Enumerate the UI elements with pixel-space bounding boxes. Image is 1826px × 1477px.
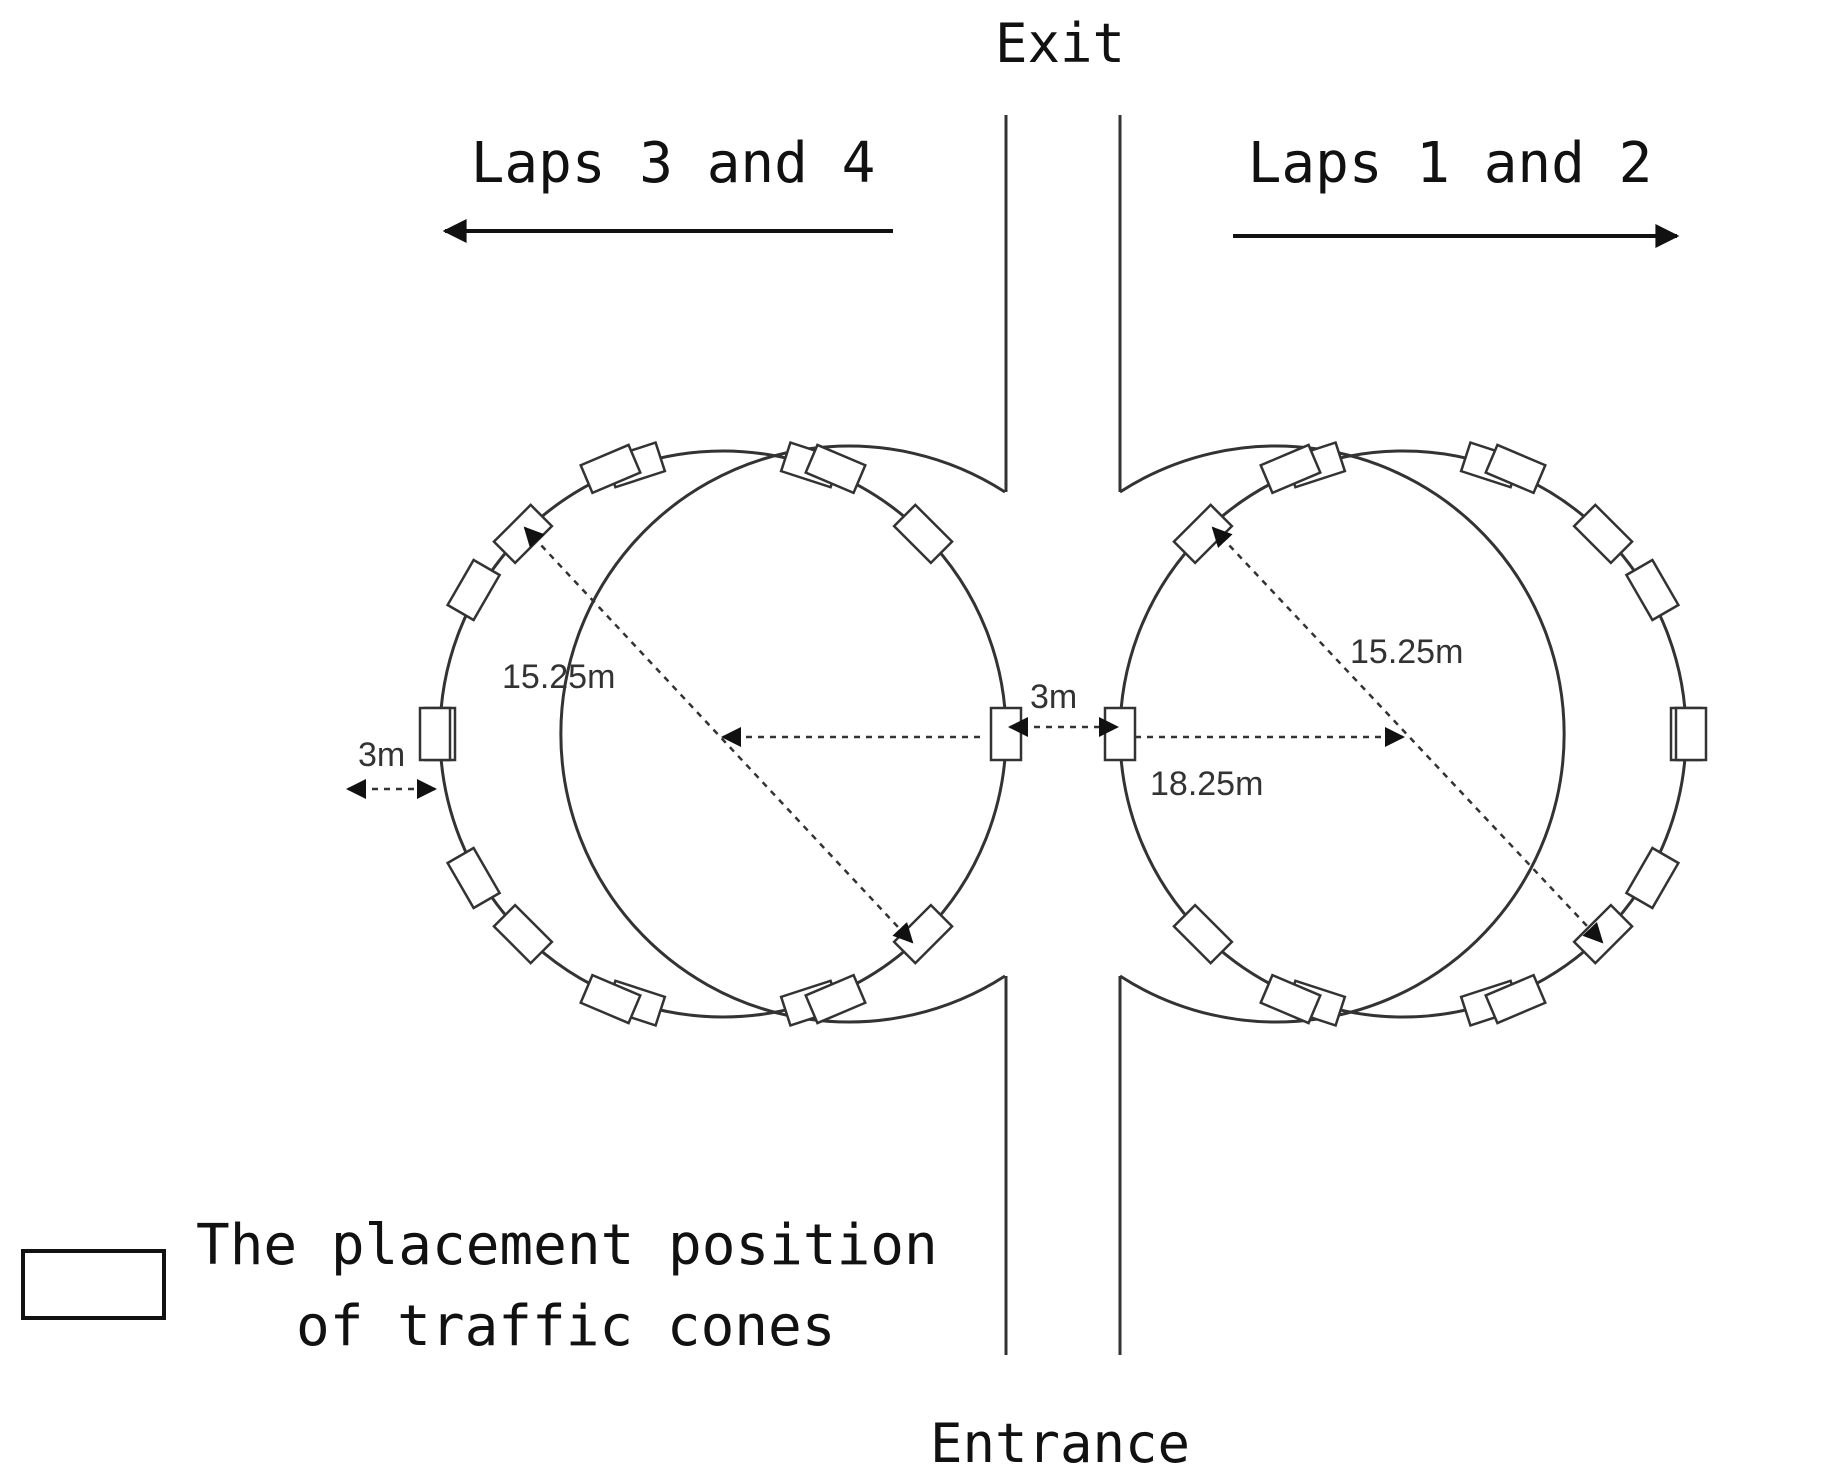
traffic-cone-marker (1674, 706, 1708, 762)
traffic-cone-marker (1484, 443, 1547, 495)
lane-width-label: 3m (358, 736, 405, 774)
traffic-cone-marker (1484, 973, 1547, 1025)
traffic-cone-marker (579, 443, 642, 495)
exit-label: Exit (995, 12, 1125, 75)
traffic-cone-marker (1259, 443, 1322, 495)
left-diameter-label: 15.25m (502, 658, 615, 696)
traffic-cone-marker (804, 443, 867, 495)
traffic-cone-marker (418, 706, 452, 762)
laps-left-label: Laps 3 and 4 (471, 131, 876, 196)
traffic-cone-marker (1259, 973, 1322, 1025)
right-diameter-label: 15.25m (1350, 633, 1463, 671)
traffic-cone-marker (445, 846, 502, 910)
traffic-cone-marker (579, 973, 642, 1025)
legend-text-line1: The placement position (196, 1213, 938, 1278)
traffic-cone-marker (1103, 706, 1137, 762)
traffic-cone-marker (1624, 558, 1681, 622)
traffic-cone-marker (804, 973, 867, 1025)
right-diameter-dimension (1211, 526, 1604, 944)
gap-width-label: 3m (1030, 678, 1077, 716)
entrance-label: Entrance (930, 1412, 1190, 1475)
traffic-cones-group (418, 441, 1708, 1027)
legend-text-line2: of traffic cones (296, 1294, 835, 1359)
traffic-cone-marker (989, 706, 1023, 762)
legend-cone-swatch (21, 1249, 166, 1320)
radius-outer-label: 18.25m (1150, 765, 1263, 803)
left-diameter-dimension (523, 526, 914, 944)
traffic-cone-marker (445, 558, 502, 622)
laps-right-label: Laps 1 and 2 (1248, 131, 1653, 196)
traffic-cone-marker (1624, 846, 1681, 910)
